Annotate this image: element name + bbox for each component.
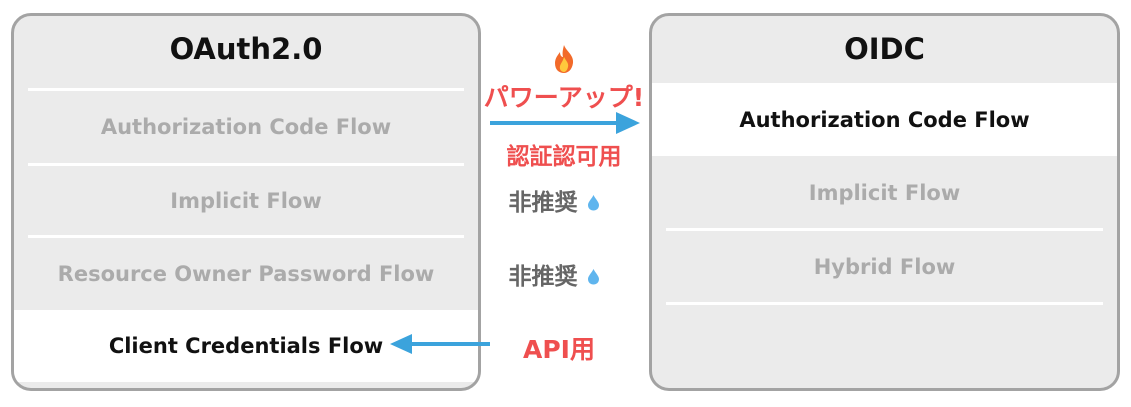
oidc-title: OIDC bbox=[844, 32, 925, 66]
arrow-left-icon bbox=[390, 334, 490, 354]
api-use-label: API用 bbox=[523, 335, 595, 364]
arrow-right-icon bbox=[490, 112, 640, 134]
oidc-divider bbox=[666, 228, 1103, 231]
oauth2-flow-authorization-code: Authorization Code Flow bbox=[100, 115, 392, 139]
deprecated-password-label: 非推奨 bbox=[464, 257, 644, 291]
oidc-flow-hybrid: Hybrid Flow bbox=[813, 255, 956, 279]
oauth2-divider-top bbox=[28, 88, 464, 91]
deprecated-implicit-label: 非推奨 bbox=[464, 183, 644, 217]
power-up-label: パワーアップ! bbox=[483, 83, 645, 112]
oauth2-flow-client-credentials: Client Credentials Flow bbox=[14, 310, 478, 382]
oidc-flow-authorization-code: Authorization Code Flow bbox=[652, 83, 1117, 156]
oauth2-divider bbox=[28, 235, 464, 238]
oidc-divider bbox=[666, 302, 1103, 305]
oauth2-flow-resource-owner-password: Resource Owner Password Flow bbox=[57, 262, 435, 286]
deprecated-implicit-text: 非推奨 bbox=[508, 190, 578, 216]
deprecated-password-text: 非推奨 bbox=[508, 264, 578, 290]
auth-approval-label: 認証認可用 bbox=[506, 144, 622, 170]
oauth2-divider bbox=[28, 163, 464, 166]
oauth2-flow-implicit: Implicit Flow bbox=[170, 189, 322, 213]
oauth2-title: OAuth2.0 bbox=[169, 32, 323, 66]
oidc-panel: OIDC Authorization Code Flow Implicit Fl… bbox=[649, 13, 1120, 391]
oidc-flow-implicit: Implicit Flow bbox=[808, 180, 961, 205]
droplet-icon bbox=[587, 269, 599, 285]
fire-icon bbox=[555, 45, 574, 73]
droplet-icon bbox=[587, 195, 599, 211]
oauth2-panel: OAuth2.0 Authorization Code Flow Implici… bbox=[11, 13, 481, 391]
